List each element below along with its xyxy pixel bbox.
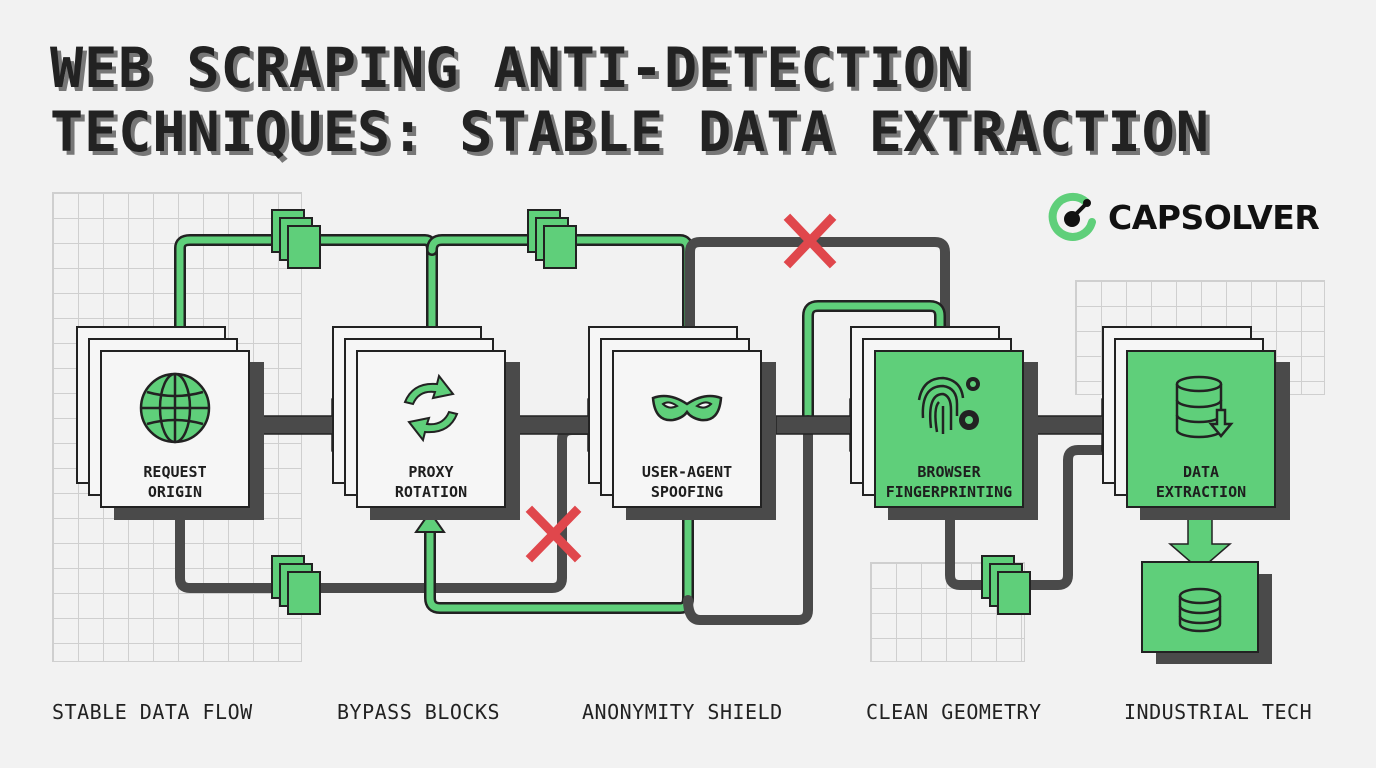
caption-industrial-tech: INDUSTRIAL TECH xyxy=(1124,700,1313,724)
caption-clean-geometry: CLEAN GEOMETRY xyxy=(866,700,1042,724)
page-title: WEB SCRAPING ANTI-DETECTION TECHNIQUES: … xyxy=(50,36,1210,164)
caption-anonymity-shield: ANONYMITY SHIELD xyxy=(582,700,783,724)
caption-stable-data-flow: STABLE DATA FLOW xyxy=(52,700,253,724)
database-icon xyxy=(1178,587,1222,633)
globe-icon xyxy=(139,372,211,444)
up-arrowhead xyxy=(414,510,446,533)
capsolver-logo: CAPSOLVER xyxy=(1048,192,1320,242)
document-icons xyxy=(271,209,1031,615)
refresh-icon xyxy=(403,373,459,443)
capsolver-logo-icon xyxy=(1048,192,1096,241)
fingerprint-gears-icon xyxy=(917,376,980,434)
blocked-x-icons xyxy=(525,213,837,563)
database-download-icon xyxy=(1175,375,1234,439)
caption-bypass-blocks: BYPASS BLOCKS xyxy=(337,700,501,724)
mask-icon xyxy=(651,394,723,422)
